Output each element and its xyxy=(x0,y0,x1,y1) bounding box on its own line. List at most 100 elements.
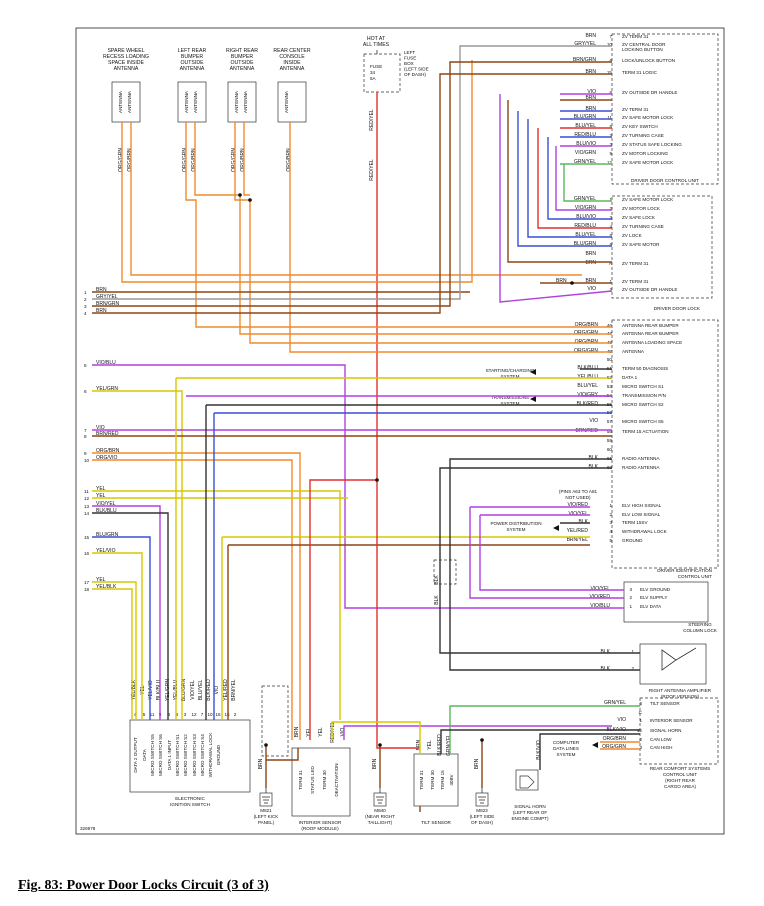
steering-label: ELV SUPPLY xyxy=(640,595,667,600)
door-lock-pin: 1 xyxy=(609,279,612,284)
dicu-lower-wire: VIO/RED xyxy=(567,502,588,508)
amp-pin: 1 xyxy=(631,649,634,654)
dicu-wire: ORG/BRN xyxy=(575,322,599,328)
wire-blu-yel xyxy=(527,119,612,238)
zv-pin: 15 xyxy=(607,70,613,75)
rear-comfort-pin: C xyxy=(639,710,643,715)
eis-pin: 16 xyxy=(215,712,221,717)
fuse-label: 5A xyxy=(370,76,377,81)
pins-not-used-note: (PINS A63 TO A81 xyxy=(559,489,598,494)
eis-wire-label: YEL/VIO xyxy=(148,680,154,700)
zv-pin: 10 xyxy=(607,42,613,47)
door-lock-label: ZV LOCK xyxy=(622,233,643,238)
zv-label: LOCK/UNLOCK BUTTON xyxy=(622,58,675,63)
door-lock-label: ZV TERM 31 xyxy=(622,279,649,284)
hot-at-all-times: HOT AT xyxy=(367,36,386,42)
rear-comfort-pin: 2 xyxy=(639,737,642,742)
eis-function-label: DATA 1 INPUT xyxy=(167,740,172,770)
rear-comfort-wire: VIO xyxy=(617,717,626,723)
zv-wire: VIO/GRN xyxy=(575,150,597,156)
left-pin-wire: GRY/YEL xyxy=(96,294,118,300)
dicu-wire: ORG/GRN xyxy=(574,348,598,354)
splice-dot xyxy=(570,281,574,285)
left-pin-wire: ORG/VIO xyxy=(96,455,118,461)
door-lock-wire: BLU/YEL xyxy=(575,232,596,238)
transmission-label: TRANSMISSIONS xyxy=(491,395,529,400)
tilt-wire-label: BRN xyxy=(416,739,422,750)
fuse-box-outline xyxy=(363,53,401,93)
dicu-pin: 59 xyxy=(607,438,613,443)
door-lock-wire: BLU/GRN xyxy=(574,241,597,247)
wire-vio-grn xyxy=(555,146,612,211)
antenna-title: SPARE WHEEL xyxy=(107,48,144,54)
eis-pin: 10 xyxy=(207,712,213,717)
tilt-function-label: TERM 31 xyxy=(419,770,424,790)
ground-m823 xyxy=(475,792,489,807)
dicu-label: TERM 50 DIAGNOSIS xyxy=(622,366,668,371)
dicu-lower-label: WITHDRAWAL LOCK xyxy=(622,529,668,534)
eis-wire-label: BLK/BLU xyxy=(156,679,162,700)
antenna-wire xyxy=(289,122,612,353)
eis-wire-label: VIO/YEL xyxy=(190,680,196,700)
tilt-wire-label: YEL xyxy=(427,740,433,750)
antenna-box xyxy=(277,81,307,123)
antenna-box xyxy=(227,81,257,123)
horn-title: ENGINE COMPT) xyxy=(511,816,548,821)
interior-function-label: STATUS LED xyxy=(310,765,315,793)
zv-wire: VIO xyxy=(587,89,596,95)
eis-title: IGNITION SWITCH xyxy=(170,802,210,807)
eis-pin: 12 xyxy=(191,712,197,717)
antenna-wire-label: ORG/GRN xyxy=(182,148,188,172)
left-pin-wire: BLU/GRN xyxy=(96,532,119,538)
splice-dot xyxy=(375,478,379,482)
door-lock-pin: 6 xyxy=(609,242,612,247)
diagram-frame xyxy=(75,27,725,835)
horn-box xyxy=(515,769,539,791)
rear-comfort-label: TILT SENSOR xyxy=(650,701,680,706)
ground-m821-label: PANEL) xyxy=(258,820,275,825)
left-pin-wire: YEL xyxy=(96,486,106,492)
door-lock-label: ZV MOTOR LOCK xyxy=(622,206,661,211)
dicu-pin: 58 xyxy=(607,429,613,434)
rear-comfort-title: (RIGHT REAR xyxy=(665,778,695,783)
door-control-unit-outline xyxy=(611,33,719,185)
dicu-label: ANTENNA REAR BUMPER xyxy=(622,331,679,336)
ground-m823-label: OF DASH) xyxy=(471,820,493,825)
door-lock-wire: VIO/GRN xyxy=(575,205,597,211)
dicu-pin: 53 xyxy=(607,384,613,389)
dicu-pin: 57 xyxy=(607,419,613,424)
ground-m840-label: M840 xyxy=(374,808,386,813)
door-lock-pin: 4 xyxy=(609,224,612,229)
left-pin-wire: VIO/BLU xyxy=(96,360,116,366)
dicu-pin: 46 xyxy=(607,323,613,328)
interior-wire-label: VIO xyxy=(340,728,346,737)
antenna-inner-label: ANTENNA xyxy=(193,90,198,113)
dicu-label: ANTENNA REAR BUMPER xyxy=(622,323,679,328)
wire-org-vio xyxy=(92,459,293,740)
rear-comfort-title: CARGO AREA) xyxy=(664,784,696,789)
zv-wire: BLU/VIO xyxy=(576,141,596,147)
zv-label: ZV TERM 31 xyxy=(622,34,649,39)
dicu-lower-pin: 4 xyxy=(609,529,612,534)
ground-m821 xyxy=(259,792,273,807)
wire-blu-vio xyxy=(547,137,612,220)
zv-label: ZV OUTSIDE DR HANDLE xyxy=(622,90,677,95)
red-yel-label: RED/YEL xyxy=(369,159,375,181)
antenna-title: OUTSIDE xyxy=(180,60,204,66)
antenna-inner-label: ANTENNA xyxy=(118,90,123,113)
eis-function-label: DATA 2 OUTPUT xyxy=(133,737,138,773)
antenna-box xyxy=(177,81,207,123)
wire-yel xyxy=(331,721,421,754)
door-lock-outline xyxy=(611,195,713,299)
wire-blk-blu xyxy=(92,512,169,720)
wire-yel-vio xyxy=(92,552,143,720)
antenna-wire-label: ORG/BRN xyxy=(240,148,246,172)
ground-m821-label: M821 xyxy=(260,808,272,813)
steering-lock-title: STEERING xyxy=(688,622,712,627)
antenna-title: BUMPER xyxy=(231,54,253,60)
antenna-title: RECESS LOADING xyxy=(103,54,149,60)
dicu-label: DATA 1 xyxy=(622,375,638,380)
eis-wire-label: YEL xyxy=(140,685,146,695)
arrow-icon xyxy=(592,742,598,748)
left-pin-number: 13 xyxy=(84,504,90,509)
